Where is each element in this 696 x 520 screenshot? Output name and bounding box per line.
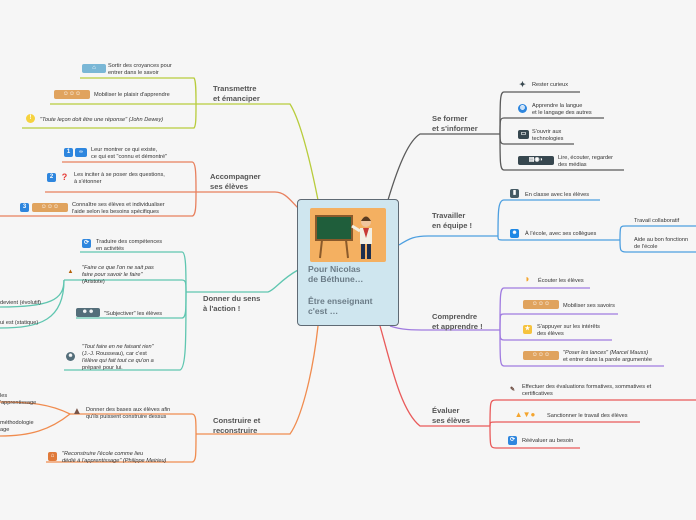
teacher-illustration — [310, 208, 386, 262]
footsteps-icon: ▲ — [67, 269, 74, 275]
topic-ecouter[interactable]: Écouter les élèves — [538, 278, 584, 284]
ear-icon: ◗ — [524, 274, 531, 285]
topic-classe[interactable]: En classe avec les élèves — [525, 192, 590, 198]
number-1-icon: 1 — [64, 148, 73, 157]
topic-savoirs[interactable]: Mobiliser ses savoirs — [563, 303, 615, 309]
refresh-icon: ⟳ — [82, 239, 91, 248]
interests-icon: ★ — [523, 325, 532, 334]
lightbulb-icon: ! — [26, 114, 35, 123]
school-icon: ⌂ — [48, 452, 57, 461]
topic-formatives[interactable]: Effectuer des évaluations formatives, so… — [522, 384, 652, 397]
glasses-icon: ∞ — [75, 148, 87, 157]
thumbs-icon: ▲▼● — [514, 410, 536, 419]
central-title-line3: Être enseignant — [308, 296, 373, 306]
topic-sanctionner[interactable]: Sanctionner le travail des élèves — [547, 413, 628, 419]
topic-inciter[interactable]: Les inciter à se poser des questions,à s… — [74, 172, 165, 185]
topic-devient[interactable]: devient (évolutif) — [0, 300, 42, 306]
telescope-icon: ✦ — [519, 80, 526, 89]
students-icon: ☺☺☺ — [54, 90, 90, 99]
number-3-icon: 3 — [20, 203, 29, 212]
topic-curieux[interactable]: Rester curieux — [532, 82, 569, 88]
topic-rousseau[interactable]: "Tout faire en ne faisant rien"(J.-J. Ro… — [82, 344, 154, 371]
branch-evaluer-lines — [379, 325, 696, 449]
person-icon: ☻ — [66, 352, 75, 361]
topic-subjectiver[interactable]: "Subjectiver" les élèves — [104, 311, 163, 317]
central-title-line4: c'est … — [308, 306, 339, 316]
topic-mauss[interactable]: "Poser les lances" (Marcel Mauss)et entr… — [563, 350, 652, 363]
debate-icon: ☺☺☺ — [523, 351, 559, 360]
house-people-icon: ⌂ — [82, 64, 106, 73]
central-title-line1: Pour Nicolas — [308, 264, 361, 274]
topic-dewey[interactable]: "Toute leçon doit être une réponse" (Joh… — [40, 117, 164, 123]
branch-sens-lines — [0, 251, 299, 371]
group-icon: ☺☺☺ — [32, 203, 68, 212]
media-icon: ▤◉◗ — [518, 156, 554, 165]
laptop-icon: ▭ — [518, 130, 529, 139]
central-topic[interactable]: Pour Nicolas de Béthune… Être enseignant… — [297, 199, 399, 326]
topic-est[interactable]: ui est (statique) — [0, 320, 39, 326]
topic-collaboratif[interactable]: Travail collaboratif — [634, 218, 680, 224]
branch-transmettre-lines — [22, 77, 319, 201]
colleagues-icon: ☻ — [510, 229, 519, 238]
evaluation-icon: ✎ — [509, 387, 516, 393]
scholars-icon: ☺☺☺ — [523, 300, 559, 309]
topic-reevaluer[interactable]: Réévaluer au besoin — [522, 438, 574, 444]
topic-montrer[interactable]: Leur montrer ce qui existe,ce qui est "c… — [91, 147, 168, 160]
branch-construire-lines — [0, 325, 319, 463]
topic-ecole[interactable]: À l'école, avec ses collègues — [525, 231, 597, 237]
pile-icon: ▲ — [72, 406, 82, 417]
branch-comprendre-lines — [389, 287, 664, 367]
branch-former-lines — [387, 91, 624, 201]
topic-apprentissage[interactable]: les'apprentissage — [0, 393, 37, 406]
question-icon: ? — [61, 172, 68, 182]
classroom-icon: ▮ — [510, 189, 519, 198]
reevaluate-icon: ⟳ — [508, 436, 517, 445]
central-title-line2: de Béthune… — [308, 274, 364, 284]
students-pair-icon: ☻☻ — [76, 308, 100, 317]
number-2-icon: 2 — [47, 173, 56, 182]
branch-equipe-lines — [398, 199, 696, 253]
topic-plaisir[interactable]: Mobiliser le plaisir d'apprendre — [94, 92, 170, 98]
globe-icon: ◍ — [518, 104, 527, 113]
